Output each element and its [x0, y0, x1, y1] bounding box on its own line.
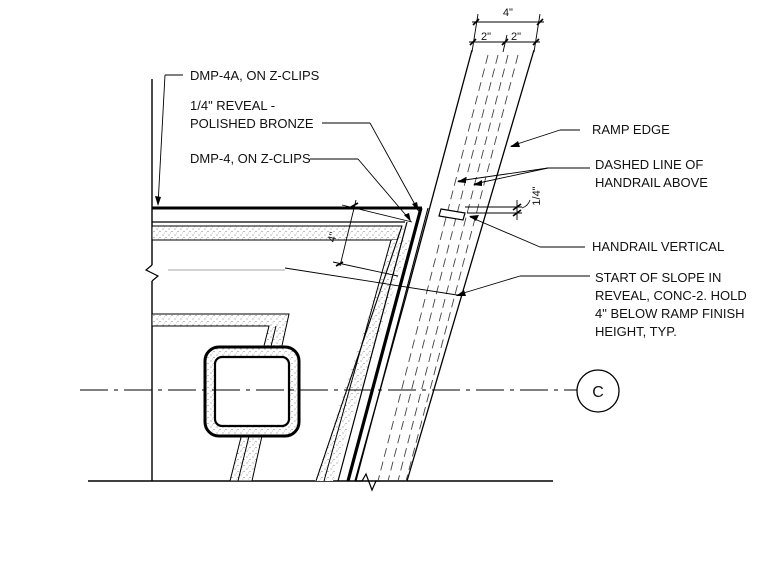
lower-band [151, 313, 290, 482]
callout-slope-3: 4" BELOW RAMP FINISH [595, 306, 745, 321]
leader-arrowheads [155, 141, 520, 296]
bronze-reveal [346, 207, 423, 482]
ramp-edge-left [404, 49, 473, 301]
concrete-edge-inner [323, 239, 392, 482]
dim-ticks [469, 18, 544, 46]
dim-left-line [339, 199, 357, 267]
callout-ramp-edge: RAMP EDGE [592, 122, 670, 137]
leaders [157, 74, 590, 296]
dim-ext-right [533, 13, 541, 53]
grid-bubble [576, 369, 620, 413]
concrete-band-upper [151, 225, 403, 241]
handrail-dash-4 [405, 54, 519, 482]
dim-left-ticks [335, 202, 359, 267]
dim-top-overall-label: 4" [503, 7, 513, 19]
handrail-vertical-post [438, 208, 466, 221]
callout-handrail-vertical: HANDRAIL VERTICAL [592, 239, 724, 254]
handrail-dash-3 [397, 54, 509, 482]
callout-slope-1: START OF SLOPE IN [595, 270, 721, 285]
callout-reveal-1: 1/4" REVEAL - [190, 98, 275, 113]
callout-slope-4: HEIGHT, TYP. [595, 324, 677, 339]
ground-break [355, 472, 380, 492]
callout-dashed-1: DASHED LINE OF [595, 157, 703, 172]
callout-dmp4a: DMP-4A, ON Z-CLIPS [190, 68, 320, 83]
dim-right-label: 1/4" [531, 186, 543, 205]
dim-right-ticks [512, 203, 522, 217]
panel-layer-1 [337, 221, 408, 482]
ramp-edge-left-lower [354, 299, 406, 482]
dim-left-label: 4" [326, 231, 340, 244]
ramp-edge-right [406, 49, 535, 482]
concrete-band-diagonal [316, 226, 405, 481]
dim-right-leader-curve [521, 199, 531, 209]
dim-ext-mid [502, 34, 508, 53]
callout-dmp4: DMP-4, ON Z-CLIPS [190, 151, 311, 166]
left-wall-break [144, 264, 160, 282]
handrail-dash-1 [377, 54, 489, 482]
dim-top-left-label: 2" [481, 31, 491, 43]
dim-left-ext-bottom [332, 261, 399, 277]
callout-dashed-2: HANDRAIL ABOVE [595, 175, 708, 190]
square-tube-inner [213, 355, 291, 428]
grid-bubble-label: C [592, 384, 604, 401]
dim-ext-left [471, 13, 479, 53]
dim-top-right-label: 2" [511, 31, 521, 43]
handrail-dash-2 [387, 54, 499, 482]
callout-slope-2: REVEAL, CONC-2. HOLD [595, 288, 747, 303]
callout-reveal-2: POLISHED BRONZE [190, 116, 314, 131]
